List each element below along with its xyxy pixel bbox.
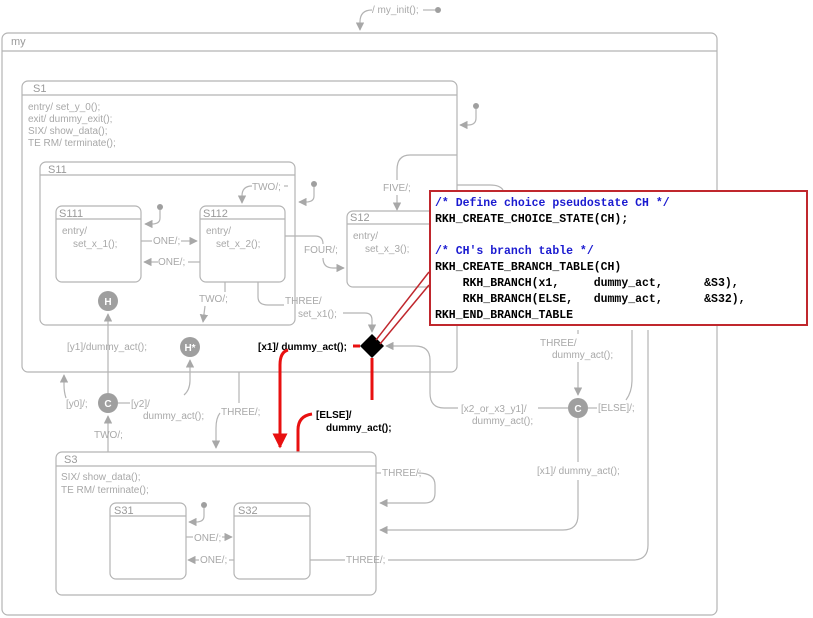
state-s111-name: S111	[59, 208, 83, 220]
transition-else-right[interactable]: [ELSE]/;	[598, 403, 635, 414]
code-line: RKH_END_BRANCH_TABLE	[435, 309, 574, 322]
history-deep[interactable]	[180, 337, 200, 357]
transition-one-back[interactable]: ONE/;	[158, 257, 185, 268]
s111-action: set_x_1();	[73, 239, 117, 250]
state-s31-name: S31	[114, 505, 134, 517]
conditional-right[interactable]	[568, 398, 588, 418]
transition-x2-or-x3-y1-action: dummy_act();	[472, 416, 533, 427]
history-deep-label: H*	[184, 343, 195, 354]
s1-action: TE RM/ terminate();	[28, 138, 116, 149]
transition-y0[interactable]: [y0]/;	[66, 399, 88, 410]
transition-three-label[interactable]: THREE/	[285, 296, 322, 307]
transition-two-top[interactable]: TWO/;	[252, 182, 281, 193]
transition-three-action: set_x1();	[298, 309, 337, 320]
history-shallow[interactable]	[98, 291, 118, 311]
conditional-right-label: C	[574, 404, 581, 415]
transition-x1-dummy[interactable]: [x1]/ dummy_act();	[258, 342, 347, 353]
state-s112-name: S112	[203, 208, 228, 220]
state-s1-name: S1	[33, 83, 46, 95]
transition-three-right[interactable]: THREE/	[540, 338, 577, 349]
s1-action: exit/ dummy_exit();	[28, 114, 112, 125]
s3-initial-dot	[201, 502, 207, 508]
history-shallow-label: H	[104, 297, 111, 308]
initial-dot	[435, 7, 441, 13]
state-s3-name: S3	[64, 454, 77, 466]
state-s11-name: S11	[48, 164, 67, 176]
s1-action: entry/ set_y_0();	[28, 102, 100, 113]
transition-y1-dummy[interactable]: [y1]/dummy_act();	[67, 342, 147, 353]
s112-initial-dot	[311, 181, 317, 187]
state-s32-name: S32	[238, 505, 258, 517]
code-callout: /* Define choice pseudostate CH */ RKH_CR…	[429, 190, 808, 326]
code-line: RKH_BRANCH(ELSE, dummy_act, &S32),	[435, 293, 746, 306]
transition-three-s32[interactable]: THREE/;	[346, 555, 385, 566]
state-s32[interactable]: S32	[233, 502, 311, 580]
transition-two-c[interactable]: TWO/;	[94, 430, 123, 441]
conditional-left[interactable]	[98, 393, 118, 413]
initial-transition[interactable]: / my_init();	[355, 5, 441, 31]
transition-one-forward[interactable]: ONE/;	[153, 236, 180, 247]
transition-two-bottom[interactable]: TWO/;	[199, 294, 228, 305]
s12-action: entry/	[353, 231, 378, 242]
transition-y2-action: dummy_act();	[143, 411, 204, 422]
s112-action: set_x_2();	[216, 239, 260, 250]
s3-action: SIX/ show_data();	[61, 472, 140, 483]
choice-pseudostate-ch[interactable]	[360, 334, 384, 358]
state-s12[interactable]: S12 entry/ set_x_3();	[346, 210, 438, 288]
state-s31[interactable]: S31	[109, 502, 187, 580]
transition-else-guard[interactable]: [ELSE]/	[316, 410, 352, 421]
initial-label: / my_init();	[372, 5, 419, 16]
transition-three-s3[interactable]: THREE/;	[221, 407, 260, 418]
transition-x1-right[interactable]: [x1]/ dummy_act();	[537, 466, 620, 477]
s3-action: TE RM/ terminate();	[61, 485, 149, 496]
s112-action: entry/	[206, 226, 231, 237]
s12-action: set_x_3();	[365, 244, 409, 255]
state-s111[interactable]: S111 entry/ set_x_1();	[55, 205, 142, 283]
code-line: RKH_CREATE_CHOICE_STATE(CH);	[435, 213, 629, 226]
transition-x2-or-x3-y1[interactable]: [x2_or_x3_y1]/	[461, 404, 527, 415]
state-s112[interactable]: S112 entry/ set_x_2();	[199, 205, 286, 283]
code-line: RKH_CREATE_BRANCH_TABLE(CH)	[435, 261, 622, 274]
transition-four[interactable]: FOUR/;	[304, 245, 338, 256]
transition-s31-one-back[interactable]: ONE/;	[200, 555, 227, 566]
code-line: RKH_BRANCH(x1, dummy_act, &S3),	[435, 277, 739, 290]
s11-initial-dot	[157, 204, 163, 210]
state-s3[interactable]: S3 SIX/ show_data(); TE RM/ terminate();	[55, 451, 377, 596]
code-line	[435, 228, 806, 244]
conditional-left-label: C	[104, 399, 111, 410]
transition-else-action: dummy_act();	[326, 423, 392, 434]
code-comment-line: /* Define choice pseudostate CH */	[435, 197, 670, 210]
transition-y2[interactable]: [y2]/	[131, 399, 150, 410]
state-s12-name: S12	[350, 212, 370, 224]
state-my-name: my	[11, 36, 26, 48]
s1-action: SIX/ show_data();	[28, 126, 107, 137]
code-comment-line: /* CH's branch table */	[435, 245, 594, 258]
transition-five[interactable]: FIVE/;	[383, 183, 411, 194]
state-s11[interactable]: S11	[39, 161, 296, 326]
s111-action: entry/	[62, 226, 87, 237]
transition-three-right-action: dummy_act();	[552, 350, 613, 361]
transition-three-self[interactable]: THREE/;	[382, 468, 421, 479]
s1-initial-dot	[473, 103, 479, 109]
transition-s31-one-forward[interactable]: ONE/;	[194, 533, 221, 544]
